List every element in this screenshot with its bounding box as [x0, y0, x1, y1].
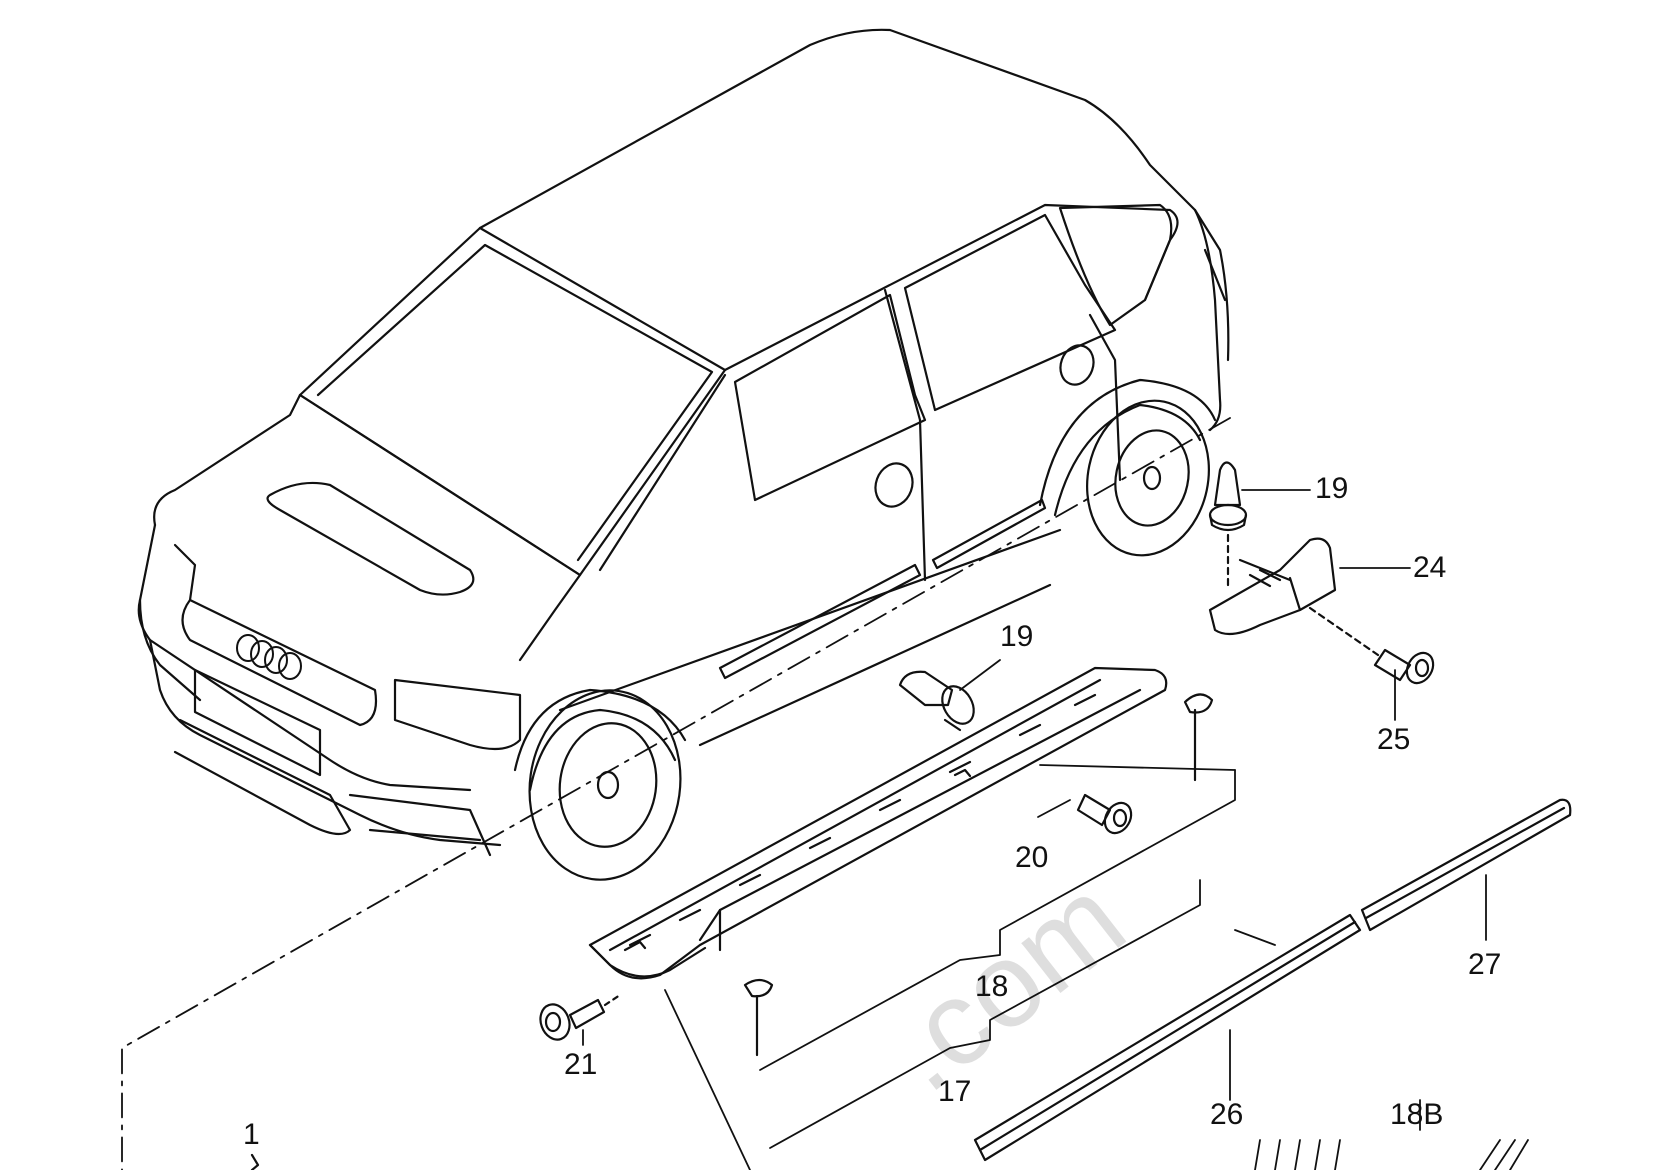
- callout-20: 20: [1015, 841, 1049, 874]
- tabs-18b: [1254, 1139, 1529, 1170]
- screw-21: [539, 993, 622, 1041]
- callout-19-upper: 19: [1315, 472, 1349, 505]
- callout-18: 18: [975, 970, 1009, 1003]
- callout-26: 26: [1210, 1098, 1244, 1131]
- callout-leaders: [582, 489, 1487, 1131]
- screw-25: [1308, 606, 1435, 685]
- car-illustration: [137, 28, 1230, 881]
- callout-25: 25: [1377, 723, 1411, 756]
- callout-27: 27: [1468, 948, 1502, 981]
- marker-1: [250, 1153, 260, 1170]
- clip-19-upper: [1208, 461, 1248, 592]
- callout-19-lower: 19: [1000, 620, 1034, 653]
- callout-17: 17: [938, 1075, 972, 1108]
- callout-24: 24: [1413, 551, 1447, 584]
- callout-1: 1: [243, 1118, 260, 1151]
- sill-panel: [588, 666, 1168, 980]
- screw-20: [1076, 793, 1133, 835]
- callout-21: 21: [564, 1048, 598, 1081]
- panel-clips: [743, 693, 1214, 1057]
- assembly-centerline: [121, 417, 1231, 1170]
- leader-brackets: [664, 764, 1276, 1170]
- bracket-24: [1208, 537, 1337, 636]
- trim-strip-26: [973, 913, 1362, 1162]
- four-rings-logo: [236, 634, 302, 680]
- callout-18b: 18B: [1390, 1098, 1444, 1131]
- clip-19-lower: [898, 670, 975, 732]
- trim-strip-27: [1360, 798, 1572, 932]
